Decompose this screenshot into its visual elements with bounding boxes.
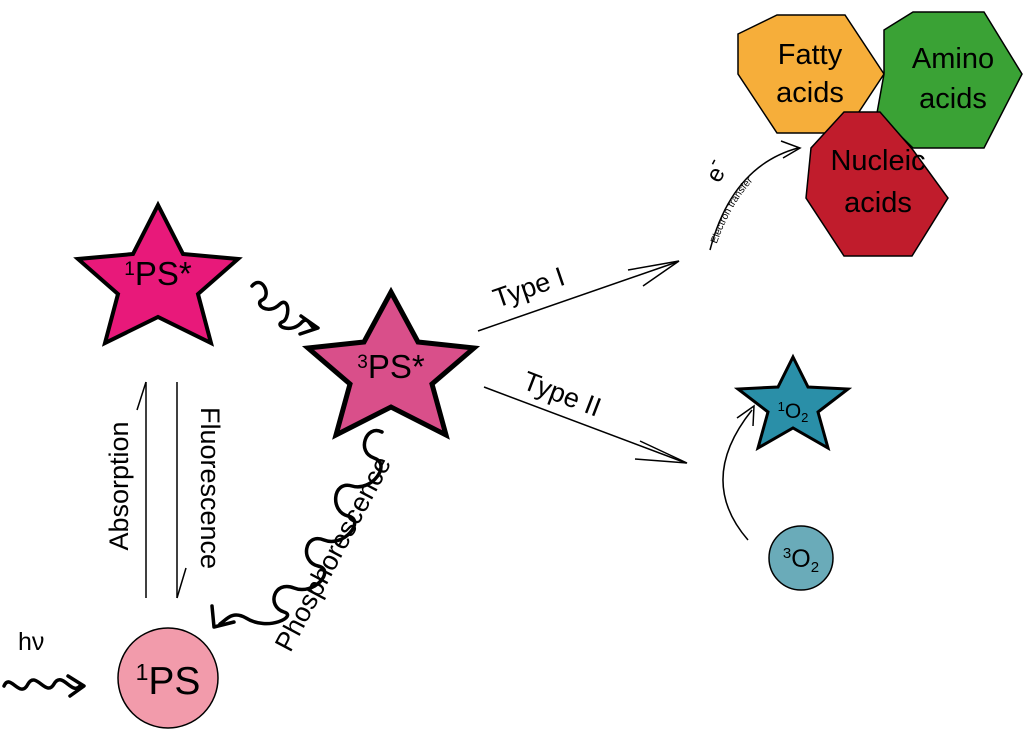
absorption-arrow [136, 381, 147, 598]
hv-label: hν [18, 628, 44, 656]
phosphorescence-wave-arrow [210, 428, 384, 629]
nucleic-acids-label-1: Nucleic [830, 145, 925, 177]
ground-state-shape [117, 627, 219, 729]
singlet-excited-label: 1PS* [124, 255, 192, 292]
type-2-label: Type II [519, 366, 605, 423]
electron-transfer-label: Electron transfer [709, 175, 755, 245]
fatty-acids-shape [737, 14, 885, 134]
fluorescence-label: Fluorescence [195, 407, 225, 569]
singlet-oxygen-star: 1O2 [733, 353, 853, 452]
fatty-acids-label-2: acids [776, 77, 844, 109]
singlet-oxygen-label: 1O2 [778, 399, 809, 425]
type-1-arrow [477, 260, 680, 332]
fatty-acids-hexagon: Fatty acids [737, 14, 885, 134]
intersystem-crossing-wave-arrow [250, 280, 320, 336]
singlet-oxygen-shape [733, 353, 853, 452]
nucleic-acids-label-2: acids [844, 187, 912, 219]
type-2-arrow [483, 386, 688, 464]
amino-acids-shape [876, 11, 1023, 149]
triplet-excited-label: 3PS* [357, 348, 425, 385]
photon-wave-arrow [2, 674, 86, 698]
triplet-oxygen-shape [768, 525, 834, 591]
type-1-label: Type I [489, 261, 568, 313]
ground-state-label: 1PS [136, 659, 201, 703]
ground-state-ps-circle: 1PS [117, 627, 219, 729]
absorption-label: Absorption [104, 421, 134, 550]
oxygen-conversion-arrow [722, 404, 755, 541]
triplet-excited-ps-star: 3PS* [301, 286, 481, 440]
fatty-acids-label-1: Fatty [778, 39, 843, 71]
electron-transfer-arrow [709, 140, 802, 251]
fluorescence-arrow [176, 382, 187, 599]
singlet-excited-shape [73, 200, 243, 347]
phosphorescence-label: Phosphorescence [269, 451, 397, 656]
amino-acids-label-1: Amino [912, 43, 994, 75]
nucleic-acids-hexagon: Nucleic acids [805, 111, 949, 257]
nucleic-acids-shape [805, 111, 949, 257]
electron-label: e- [695, 154, 734, 187]
singlet-excited-ps-star: 1PS* [73, 200, 243, 347]
amino-acids-hexagon: Amino acids [876, 11, 1023, 149]
triplet-excited-shape [301, 286, 481, 440]
triplet-oxygen-label: 3O2 [783, 545, 819, 576]
amino-acids-label-2: acids [919, 83, 987, 115]
triplet-oxygen-circle: 3O2 [768, 525, 834, 591]
